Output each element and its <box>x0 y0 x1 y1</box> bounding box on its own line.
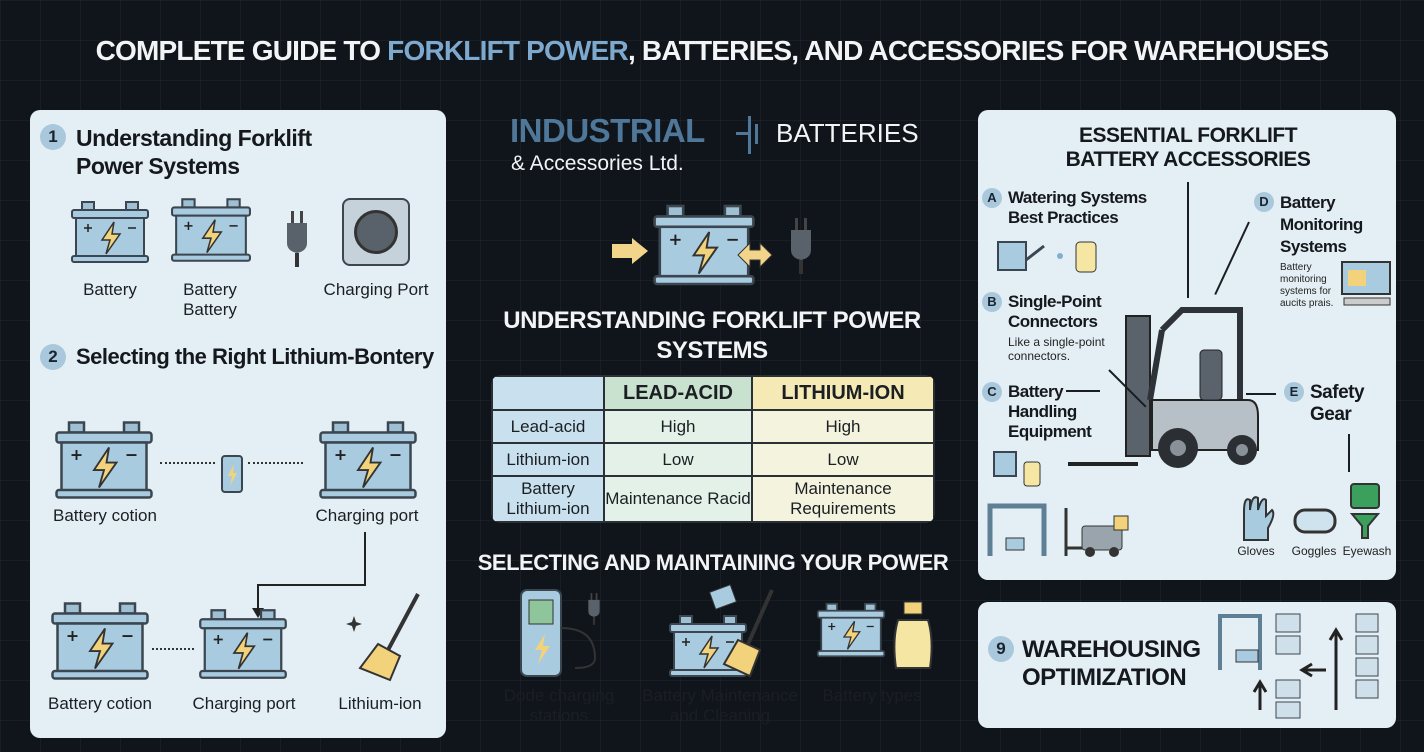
accessory-d-desc: Battery monitoring systems for aucits pr… <box>1280 262 1334 309</box>
accessory-b-desc: Like a single-point connectors. <box>1008 335 1105 363</box>
gloves-icon <box>1243 496 1275 541</box>
pointer-arrow <box>1348 434 1350 472</box>
handling-equipment-icon <box>987 503 1129 557</box>
col-lithium-ion: LITHIUM-ION <box>751 375 935 411</box>
item-label: Charging port <box>192 694 296 713</box>
battery-icon <box>198 606 288 682</box>
section-1-header: 1 Understanding Forklift Power Systems <box>40 124 316 180</box>
connector-line <box>248 462 303 464</box>
plug-icon <box>786 216 816 276</box>
gear-label: Goggles <box>1291 544 1337 558</box>
warehouse-layout-icon <box>1218 613 1379 719</box>
pointer-arrow <box>1066 390 1100 392</box>
section-title: WAREHOUSING OPTIMIZATION <box>1022 636 1201 691</box>
section-title: Understanding Forklift Power Systems <box>76 125 312 179</box>
arrow-right-icon <box>612 238 648 264</box>
gear-label: Eyewash <box>1342 544 1392 558</box>
step-badge: 1 <box>40 124 66 150</box>
logo-main: INDUSTRIAL <box>510 112 705 149</box>
forklift-icon <box>1068 307 1259 468</box>
item-label: Battery Battery <box>183 280 237 319</box>
monitor-icon <box>1341 261 1391 306</box>
charger-icon <box>221 455 243 493</box>
logo-side: BATTERIES <box>776 118 919 148</box>
battery-icon <box>54 420 154 500</box>
logo-sub: & Accessories Ltd. <box>511 152 684 175</box>
accessories-panel: ESSENTIAL FORKLIFT BATTERY ACCESSORIES A… <box>978 110 1396 580</box>
col-lead-acid: LEAD-ACID <box>603 375 753 411</box>
section-heading-2: SELECTING AND MAINTAINING YOUR POWER <box>477 550 949 575</box>
left-panel: 1 Understanding Forklift Power Systems B… <box>30 110 446 738</box>
item-label: Charging Port <box>323 280 429 299</box>
battery-icon <box>318 420 418 500</box>
battery-icon <box>816 600 886 660</box>
item-label: Lithium-ion <box>338 694 422 713</box>
maintenance-icon <box>669 584 774 678</box>
pointer-arrow <box>1187 182 1189 298</box>
plug-icon <box>282 204 312 274</box>
charging-station-icon <box>520 589 600 677</box>
watering-can-icon <box>997 241 1097 273</box>
goggles-icon <box>1293 508 1337 534</box>
battery-icon <box>50 596 150 686</box>
double-arrow-icon <box>737 241 773 269</box>
connector-line <box>152 648 194 650</box>
step-badge: 2 <box>40 344 66 370</box>
item-label: Dode charging stations <box>503 686 615 725</box>
connector-line <box>160 462 215 464</box>
spray-bottle-icon <box>893 601 933 669</box>
item-label: Battery cotion <box>48 694 152 713</box>
gear-label: Gloves <box>1237 544 1275 558</box>
logo-mark <box>736 116 758 154</box>
panel-title: ESSENTIAL FORKLIFT BATTERY ACCESSORIES <box>1065 124 1311 171</box>
item-label: Battery types <box>822 686 922 705</box>
eyewash-icon <box>1349 483 1381 539</box>
pointer-arrow <box>1214 221 1250 295</box>
step-badge: 9 <box>988 636 1014 662</box>
watering-can-icon <box>993 451 1041 487</box>
item-label: Charging port <box>315 506 419 525</box>
item-label: Battery Maintenance and Cleaning <box>642 686 798 725</box>
section-heading: UNDERSTANDING FORKLIFT POWER SYSTEMS <box>503 307 921 364</box>
pointer-arrow <box>1246 393 1276 395</box>
broom-icon <box>346 593 420 682</box>
page-title: COMPLETE GUIDE TO FORKLIFT POWER, BATTER… <box>95 35 1330 66</box>
section-title: Selecting the Right Lithium-Bontery <box>76 344 434 369</box>
section-2-header: 2 Selecting the Right Lithium-Bontery <box>40 344 440 370</box>
battery-icon <box>70 200 150 264</box>
item-label: Battery <box>83 280 137 299</box>
item-label: Battery cotion <box>53 506 157 525</box>
warehousing-header: 9 WAREHOUSING OPTIMIZATION <box>988 636 1212 692</box>
warehousing-panel: 9 WAREHOUSING OPTIMIZATION <box>978 602 1396 728</box>
battery-icon <box>170 196 252 264</box>
charging-port-icon <box>342 198 410 266</box>
